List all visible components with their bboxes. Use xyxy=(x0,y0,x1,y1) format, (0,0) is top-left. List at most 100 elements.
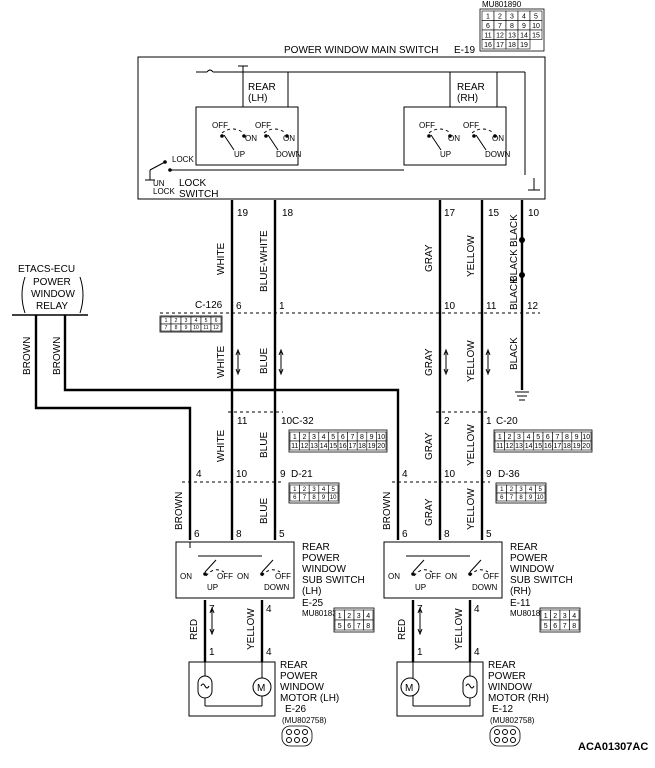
sub-rh-cell-1: 1 xyxy=(544,613,548,620)
d36-cell-3: 3 xyxy=(519,487,523,493)
c20-cell-12: 12 xyxy=(506,443,514,450)
wire-label-black-2: BLACK xyxy=(509,249,520,282)
wire-label-yellow-4: YELLOW xyxy=(466,488,477,530)
motor-rh-pin-1: 1 xyxy=(417,647,423,658)
e19-cell-6: 6 xyxy=(486,23,490,30)
sub-lh-title-2: POWER xyxy=(302,553,340,564)
sub-rh-title-3: WINDOW xyxy=(510,564,554,575)
c126-cell-9: 9 xyxy=(185,325,188,331)
sub-rh-cell-4: 4 xyxy=(572,613,576,620)
rear-lh-label-1: REAR xyxy=(248,82,276,93)
e19-cell-14: 14 xyxy=(520,33,528,40)
rh-down: DOWN xyxy=(485,150,511,159)
sub-lh-pin-5: 5 xyxy=(279,529,285,540)
c20-cell-16: 16 xyxy=(544,443,552,450)
sub-lh-cell-1: 1 xyxy=(338,613,342,620)
e19-cell-3: 3 xyxy=(510,14,514,21)
c20-cell-1: 1 xyxy=(498,434,502,441)
c20-label: C-20 xyxy=(496,416,518,427)
wire-label-red-1: RED xyxy=(189,619,200,640)
motor-rh-part-number: (MU802758) xyxy=(490,716,535,725)
e19-cell-12: 12 xyxy=(496,33,504,40)
c32-cell-2: 2 xyxy=(302,434,306,441)
e19-cell-1: 1 xyxy=(486,14,490,21)
sub-rh-connector-id: E-11 xyxy=(510,598,531,609)
sub-rh-pin-6: 6 xyxy=(402,529,408,540)
e19-cell-4: 4 xyxy=(522,14,526,21)
c32-cell-8: 8 xyxy=(360,434,364,441)
motor-lh-pin-1: 1 xyxy=(209,647,215,658)
rear-rh-switch-group: REAR (RH) OFF ON OFF ON UP DOWN xyxy=(403,72,511,166)
c20-cell-13: 13 xyxy=(515,443,523,450)
c20-cell-18: 18 xyxy=(563,443,571,450)
e19-cell-16: 16 xyxy=(484,42,492,49)
e19-cell-2: 2 xyxy=(498,14,502,21)
sub-rh-off-1: OFF xyxy=(425,572,441,581)
sub-lh-part-number: MU801839 xyxy=(302,609,342,618)
e19-cell-13: 13 xyxy=(508,33,516,40)
lock-switch-label-2: SWITCH xyxy=(179,189,218,200)
wire-label-brown-4: BROWN xyxy=(382,492,393,530)
wire-label-yellow-2: YELLOW xyxy=(466,340,477,382)
c32-cell-12: 12 xyxy=(301,443,309,450)
rear-sub-switch-lh: 6 8 5 ON OFF ON OFF UP DOWN REAR POWER W… xyxy=(175,529,375,633)
d21-pin-10: 10 xyxy=(236,469,248,480)
relay-label-2: WINDOW xyxy=(31,289,75,300)
sub-lh-pin-6: 6 xyxy=(194,529,200,540)
c20-cell-9: 9 xyxy=(575,434,579,441)
sub-rh-cell-7: 7 xyxy=(563,623,567,630)
rear-rh-label-2: (RH) xyxy=(457,93,478,104)
sub-lh-cell-4: 4 xyxy=(366,613,370,620)
wire-label-black-4: BLACK xyxy=(509,337,520,370)
d36-cell-4: 4 xyxy=(529,487,533,493)
wire-label-gray-2: GRAY xyxy=(424,348,435,376)
main-switch-title: POWER WINDOW MAIN SWITCH xyxy=(284,45,438,56)
c32-cell-7: 7 xyxy=(350,434,354,441)
c20-cell-4: 4 xyxy=(527,434,531,441)
d36-cell-9: 9 xyxy=(529,495,533,501)
lh-down: DOWN xyxy=(276,150,302,159)
lh-off-2: OFF xyxy=(255,121,271,130)
main-switch-connector-id: E-19 xyxy=(454,45,476,56)
c32-cell-16: 16 xyxy=(339,443,347,450)
c126-pin-11: 11 xyxy=(486,301,497,312)
c126-cell-10: 10 xyxy=(193,325,199,331)
sub-lh-cell-3: 3 xyxy=(357,613,361,620)
motor-rh-m: M xyxy=(405,683,413,694)
sub-lh-on-1: ON xyxy=(180,572,192,581)
c20-cell-6: 6 xyxy=(546,434,550,441)
d21-cell-1: 1 xyxy=(293,487,297,493)
sub-lh-title-4: SUB SWITCH xyxy=(302,575,365,586)
wire-label-blue-white: BLUE-WHITE xyxy=(259,230,270,292)
sub-lh-off-1: OFF xyxy=(217,572,233,581)
wire-arrows xyxy=(209,348,491,636)
motor-lh-m: M xyxy=(257,683,265,694)
c20-cell-15: 15 xyxy=(534,443,542,450)
d21-cell-6: 6 xyxy=(293,495,297,501)
e19-cell-15: 15 xyxy=(532,33,540,40)
c32-pin-11: 11 xyxy=(237,416,248,427)
sub-lh-title-1: REAR xyxy=(302,542,330,553)
c32-cell-5: 5 xyxy=(331,434,335,441)
wire-label-blue-1: BLUE xyxy=(259,348,270,374)
c126-cell-6: 6 xyxy=(215,318,218,324)
motor-lh-title-4: MOTOR (LH) xyxy=(280,693,339,704)
e19-pin-19: 19 xyxy=(237,208,249,219)
sub-rh-pin-8: 8 xyxy=(444,529,450,540)
wire-label-white-3: WHITE xyxy=(216,429,227,462)
d36-cell-7: 7 xyxy=(510,495,514,501)
unlock-label-1: UN xyxy=(153,179,165,188)
rear-power-window-motor-rh: 1 4 M REAR POWER WINDOW MOTOR (RH) E-12 … xyxy=(396,647,549,747)
d21-cell-10: 10 xyxy=(330,495,337,501)
motor-lh-part-number: (MU802758) xyxy=(282,716,327,725)
c20-cell-3: 3 xyxy=(517,434,521,441)
sub-rh-pin-7: 7 xyxy=(417,604,423,615)
sub-rh-cell-6: 6 xyxy=(553,623,557,630)
lock-switch-label-1: LOCK xyxy=(179,178,207,189)
rh-on-1: ON xyxy=(448,134,460,143)
sub-rh-title-2: POWER xyxy=(510,553,548,564)
d36-cell-6: 6 xyxy=(500,495,504,501)
e19-cell-11: 11 xyxy=(484,33,491,40)
rear-lh-label-2: (LH) xyxy=(248,93,267,104)
